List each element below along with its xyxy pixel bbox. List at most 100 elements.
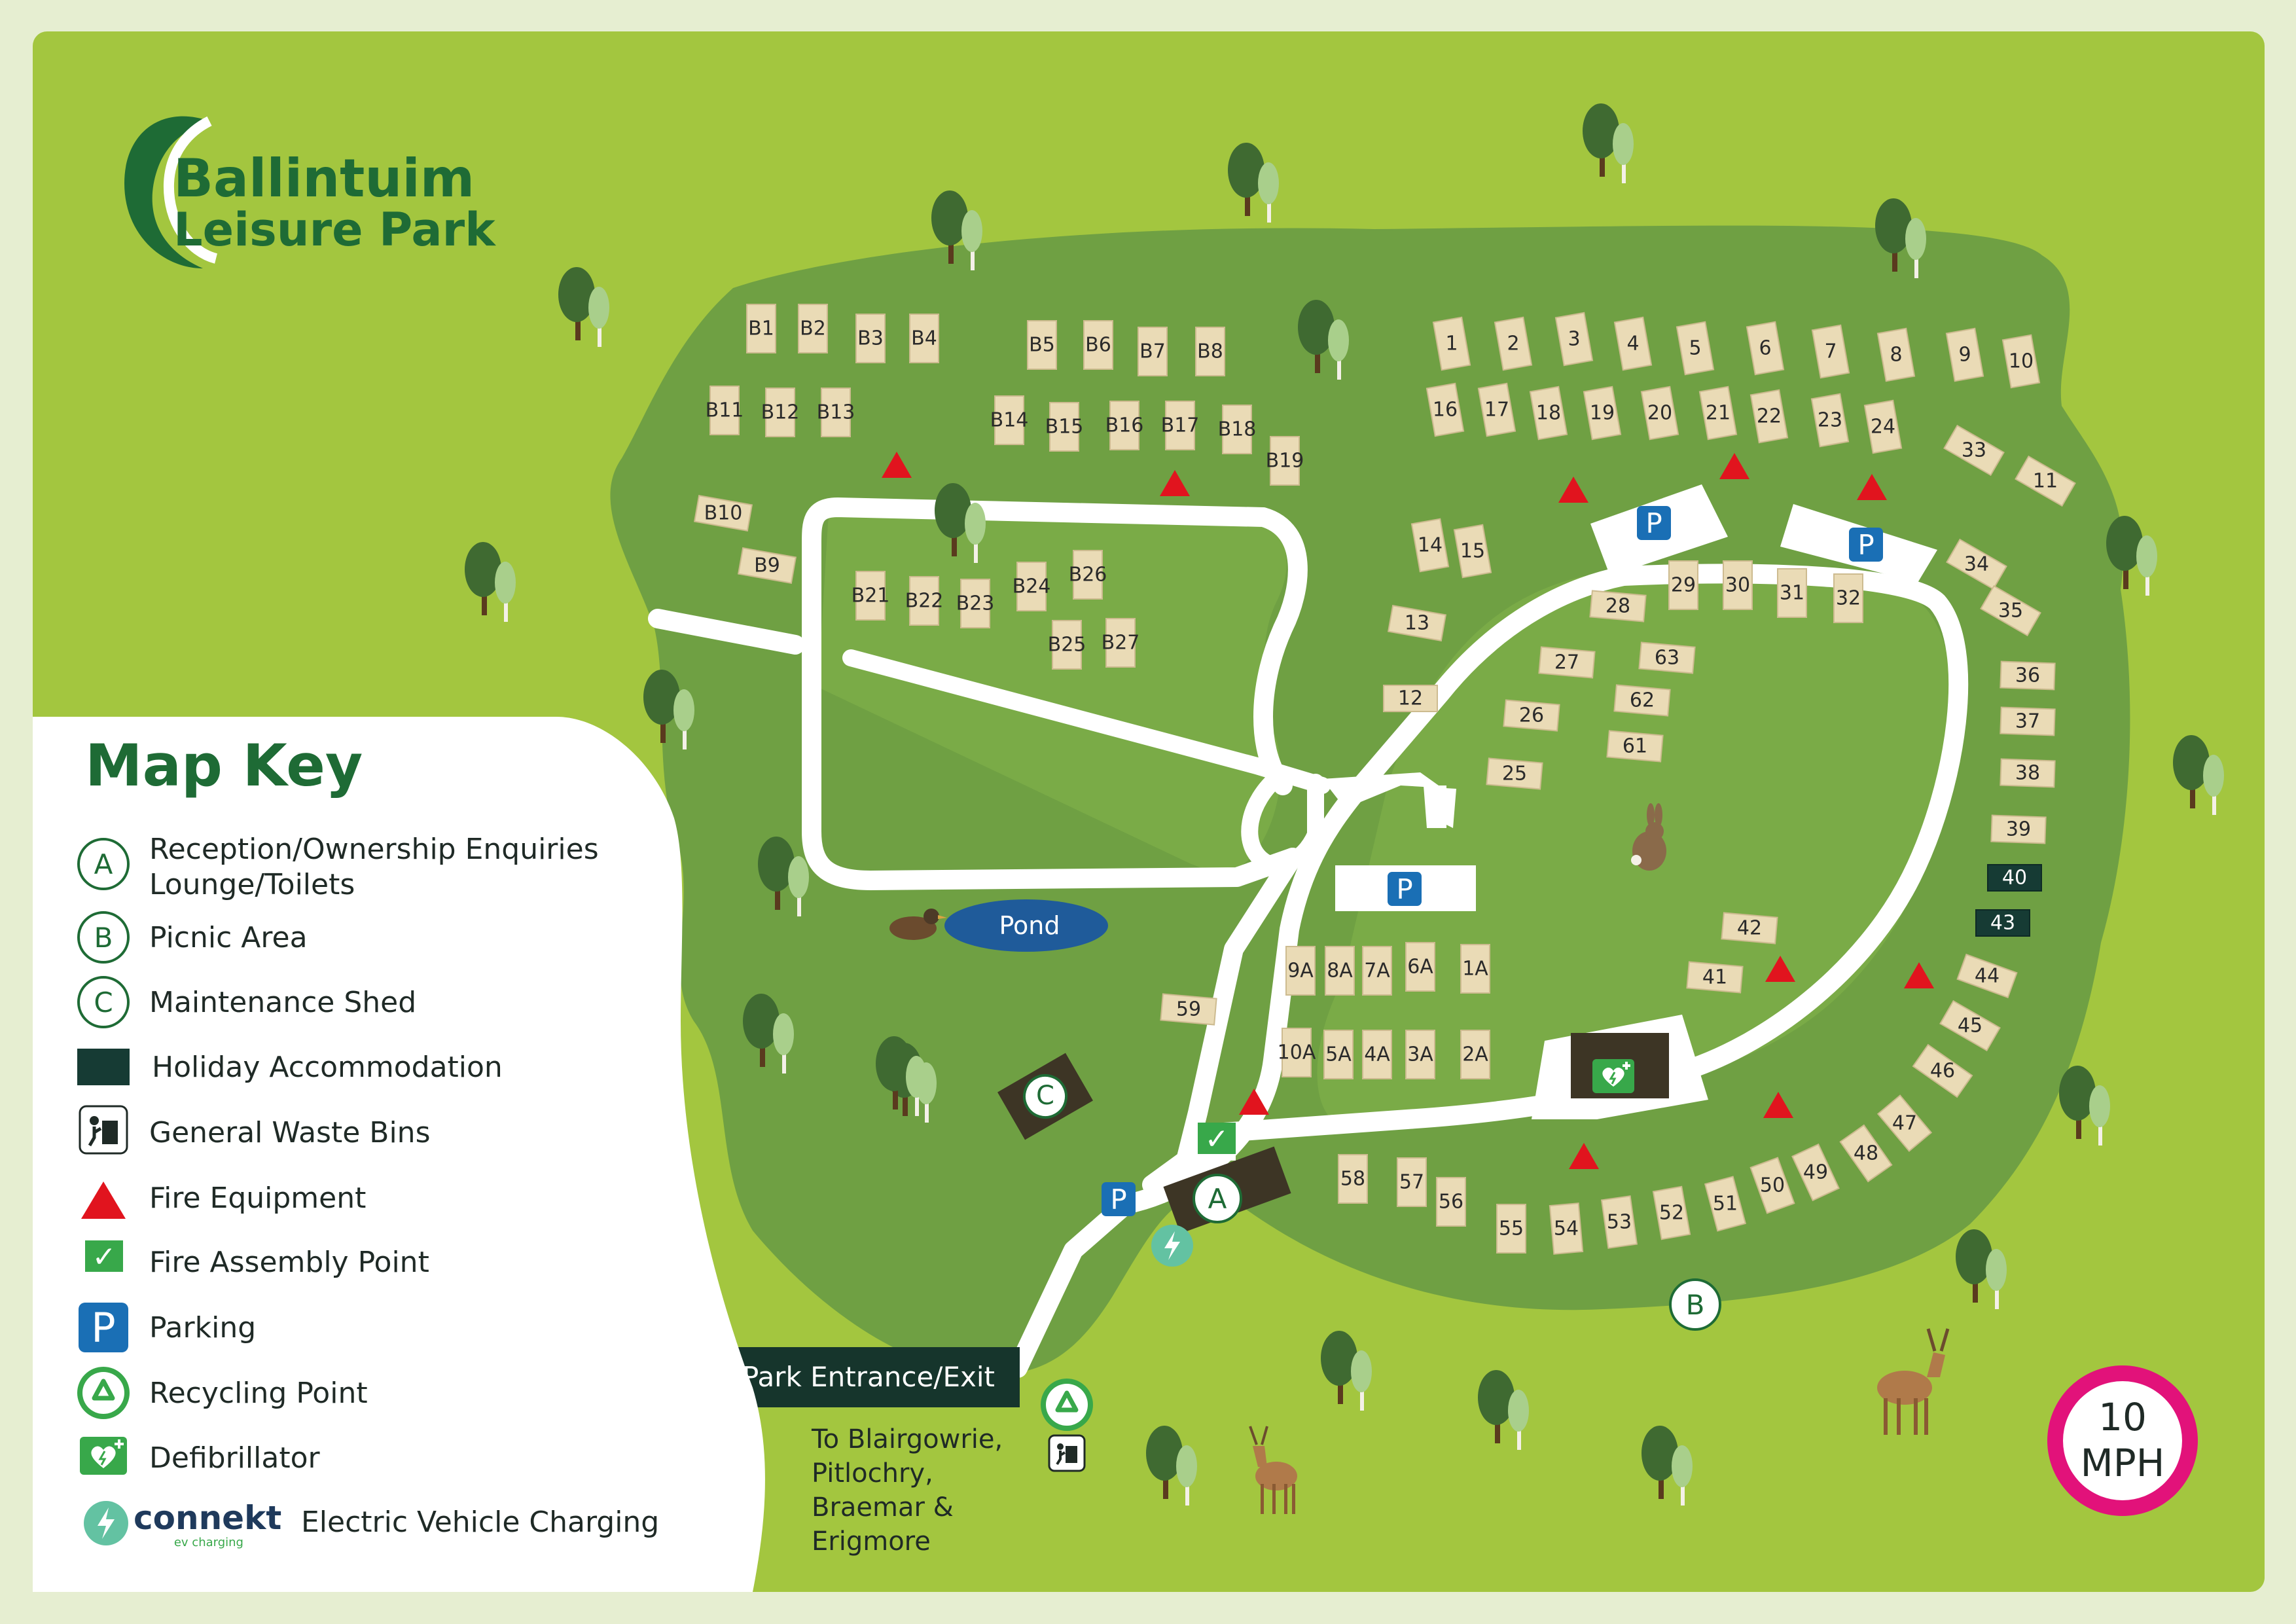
caravan-lot[interactable]: 52 — [1652, 1185, 1691, 1240]
caravan-lot[interactable]: B26 — [1069, 550, 1107, 600]
caravan-lot[interactable]: B19 — [1266, 436, 1304, 486]
caravan-lot[interactable]: 4A — [1362, 1030, 1392, 1079]
caravan-lot[interactable]: B6 — [1083, 320, 1113, 370]
caravan-lot[interactable]: B5 — [1027, 320, 1057, 370]
caravan-lot[interactable]: 3 — [1554, 312, 1594, 367]
fire-assembly-map-icon[interactable]: ✓ — [1198, 1123, 1236, 1161]
caravan-lot[interactable]: B14 — [990, 395, 1029, 445]
caravan-lot[interactable]: B3 — [855, 314, 886, 363]
caravan-lot[interactable]: 36 — [2000, 660, 2056, 691]
caravan-lot[interactable]: 4 — [1613, 316, 1653, 371]
caravan-lot[interactable]: 61 — [1606, 730, 1664, 763]
caravan-lot[interactable]: 18 — [1529, 386, 1568, 441]
holiday-accommodation-lot[interactable]: 40 — [1987, 864, 2042, 892]
fire-equipment-icon[interactable] — [1857, 474, 1887, 500]
caravan-lot[interactable]: 33 — [1943, 423, 2005, 478]
caravan-lot[interactable]: 9A — [1285, 946, 1316, 996]
fire-equipment-icon[interactable] — [1160, 470, 1190, 496]
parking-marker-entrance[interactable]: P — [1102, 1182, 1136, 1216]
picnic-area-marker[interactable] — [1669, 1278, 1721, 1331]
caravan-lot[interactable]: 34 — [1945, 537, 2008, 592]
caravan-lot[interactable]: 50 — [1749, 1157, 1795, 1214]
fire-equipment-icon[interactable] — [1239, 1089, 1269, 1115]
caravan-lot[interactable]: 2 — [1494, 316, 1533, 371]
parking-marker-north-2[interactable]: P — [1849, 528, 1883, 562]
caravan-lot[interactable]: B8 — [1195, 327, 1225, 376]
ev-charging-map-icon[interactable] — [1151, 1225, 1193, 1267]
caravan-lot[interactable]: B1 — [746, 304, 776, 353]
caravan-lot[interactable]: 12 — [1383, 685, 1438, 712]
reception-marker[interactable] — [1193, 1174, 1242, 1223]
caravan-lot[interactable]: 1A — [1460, 944, 1490, 994]
caravan-lot[interactable]: 37 — [2000, 706, 2056, 736]
caravan-lot[interactable]: 9 — [1945, 327, 1984, 382]
caravan-lot[interactable]: B7 — [1138, 327, 1168, 376]
caravan-lot[interactable]: B11 — [706, 386, 744, 435]
fire-equipment-icon[interactable] — [1719, 453, 1749, 479]
caravan-lot[interactable]: B21 — [852, 571, 890, 621]
caravan-lot[interactable]: 28 — [1589, 590, 1647, 623]
caravan-lot[interactable]: 56 — [1436, 1177, 1466, 1227]
caravan-lot[interactable]: 24 — [1863, 399, 1903, 454]
caravan-lot[interactable]: 7 — [1811, 324, 1850, 379]
parking-marker-central[interactable]: P — [1388, 872, 1422, 906]
caravan-lot[interactable]: 5 — [1676, 321, 1715, 376]
caravan-lot[interactable]: 46 — [1911, 1042, 1974, 1100]
caravan-lot[interactable]: 59 — [1160, 993, 1217, 1026]
fire-equipment-icon[interactable] — [1763, 1092, 1793, 1118]
waste-bin-map-icon[interactable] — [1048, 1434, 1086, 1472]
parking-marker-north-1[interactable]: P — [1637, 506, 1671, 540]
caravan-lot[interactable]: 29 — [1668, 560, 1698, 610]
caravan-lot[interactable]: B10 — [693, 494, 753, 532]
recycling-map-icon[interactable] — [1041, 1379, 1093, 1431]
fire-equipment-icon[interactable] — [882, 452, 912, 478]
caravan-lot[interactable]: 45 — [1939, 998, 2001, 1053]
caravan-lot[interactable]: 57 — [1397, 1157, 1427, 1207]
caravan-lot[interactable]: 8 — [1876, 327, 1916, 382]
caravan-lot[interactable]: 17 — [1477, 382, 1516, 437]
caravan-lot[interactable]: 41 — [1686, 961, 1744, 994]
fire-equipment-icon[interactable] — [1558, 477, 1588, 503]
caravan-lot[interactable]: 11 — [2014, 454, 2077, 509]
caravan-lot[interactable]: B17 — [1161, 401, 1200, 450]
fire-equipment-icon[interactable] — [1765, 956, 1795, 982]
caravan-lot[interactable]: 49 — [1791, 1143, 1840, 1202]
caravan-lot[interactable]: B23 — [956, 579, 995, 628]
caravan-lot[interactable]: 32 — [1833, 573, 1863, 623]
caravan-lot[interactable]: 55 — [1496, 1204, 1526, 1254]
caravan-lot[interactable]: 31 — [1777, 568, 1807, 618]
caravan-lot[interactable]: 7A — [1362, 946, 1392, 996]
caravan-lot[interactable]: 35 — [1979, 583, 2042, 638]
caravan-lot[interactable]: B24 — [1013, 562, 1051, 611]
caravan-lot[interactable]: 13 — [1387, 605, 1447, 641]
caravan-lot[interactable]: 44 — [1956, 952, 2018, 999]
caravan-lot[interactable]: 8A — [1325, 946, 1355, 996]
caravan-lot[interactable]: B22 — [905, 576, 944, 626]
caravan-lot[interactable]: 63 — [1638, 641, 1696, 674]
fire-equipment-icon[interactable] — [1569, 1143, 1599, 1169]
caravan-lot[interactable]: 10 — [2001, 334, 2041, 389]
defibrillator-map-icon[interactable] — [1592, 1059, 1634, 1093]
caravan-lot[interactable]: 51 — [1704, 1176, 1747, 1232]
caravan-lot[interactable]: B4 — [909, 314, 939, 363]
fire-equipment-icon[interactable] — [1904, 962, 1934, 988]
caravan-lot[interactable]: 15 — [1453, 524, 1492, 579]
caravan-lot[interactable]: 6 — [1746, 321, 1785, 376]
caravan-lot[interactable]: 2A — [1460, 1030, 1490, 1079]
caravan-lot[interactable]: 25 — [1486, 757, 1543, 790]
caravan-lot[interactable]: 53 — [1600, 1195, 1638, 1249]
caravan-lot[interactable]: 22 — [1749, 389, 1789, 444]
caravan-lot[interactable]: B12 — [761, 388, 800, 437]
caravan-lot[interactable]: 48 — [1839, 1124, 1894, 1183]
caravan-lot[interactable]: 23 — [1810, 393, 1850, 448]
caravan-lot[interactable]: 10A — [1278, 1028, 1316, 1077]
caravan-lot[interactable]: 62 — [1613, 684, 1671, 717]
caravan-lot[interactable]: 58 — [1338, 1154, 1368, 1204]
caravan-lot[interactable]: 14 — [1410, 518, 1450, 573]
caravan-lot[interactable]: 30 — [1723, 560, 1753, 610]
caravan-lot[interactable]: 38 — [2000, 758, 2056, 788]
caravan-lot[interactable]: B2 — [798, 304, 828, 353]
caravan-lot[interactable]: 16 — [1426, 382, 1465, 437]
caravan-lot[interactable]: 3A — [1405, 1030, 1435, 1079]
caravan-lot[interactable]: 1 — [1432, 316, 1471, 371]
